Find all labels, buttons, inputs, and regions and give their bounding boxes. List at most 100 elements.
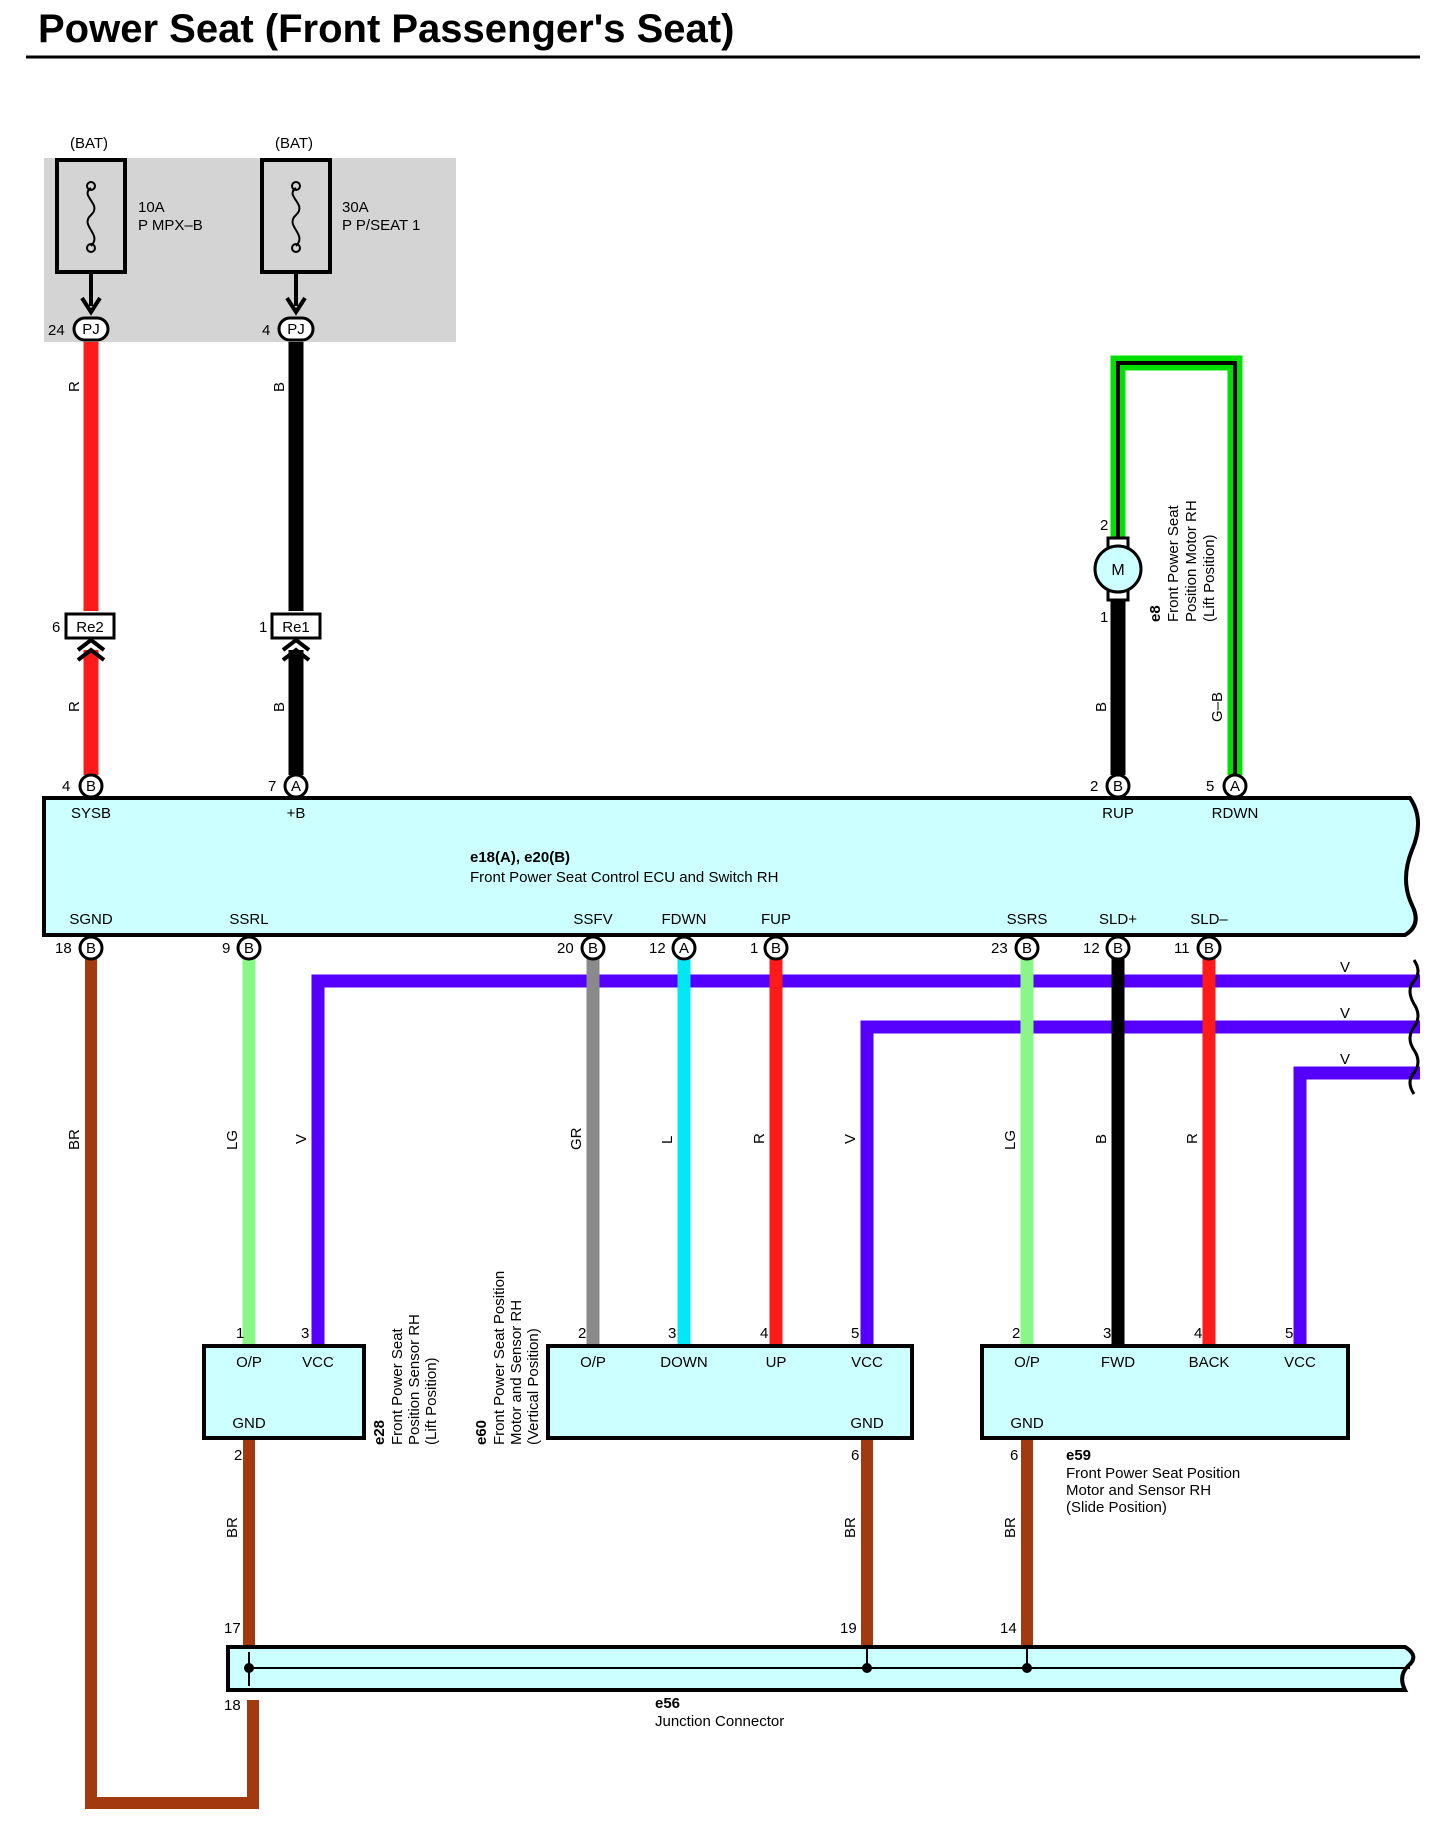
e60-pin3-num: 3 xyxy=(668,1325,676,1342)
e60-pin4-num: 4 xyxy=(760,1325,768,1342)
ecu-top-pin-rdwn: A 5 RDWN xyxy=(1206,773,1258,822)
fuse2-pin: 4 xyxy=(262,322,270,339)
wire-br-sgnd xyxy=(85,948,259,1809)
e56-pin18: 18 xyxy=(224,1697,241,1714)
svg-text:18: 18 xyxy=(55,940,72,957)
svg-text:12: 12 xyxy=(649,940,666,957)
bus-break-marks xyxy=(1408,959,1420,1095)
sensor-e59 xyxy=(980,1344,1350,1440)
wire-code-b-2: B xyxy=(271,702,288,712)
fuse-box-panel xyxy=(44,158,456,342)
svg-text:FDWN: FDWN xyxy=(662,911,707,928)
junction-re1-pin: 1 xyxy=(259,619,267,636)
junction-re2-label: Re2 xyxy=(76,619,104,636)
e59-gnd-label: GND xyxy=(1010,1415,1044,1432)
wire-code-lg-ssrs: LG xyxy=(1002,1130,1019,1150)
e60-name3: (Vertical Position) xyxy=(525,1328,542,1445)
fuse1-arrow xyxy=(80,296,102,316)
e60-pin6-num: 6 xyxy=(851,1447,859,1464)
e60-pin2-num: 2 xyxy=(578,1325,586,1342)
svg-text:B: B xyxy=(244,940,254,957)
motor-symbol: M xyxy=(1111,562,1124,579)
svg-text:20: 20 xyxy=(557,940,574,957)
wire-code-br-e60: BR xyxy=(842,1517,859,1538)
svg-text:4: 4 xyxy=(62,778,70,795)
wire-code-b-sld: B xyxy=(1093,1134,1110,1144)
wire-v-bus1 xyxy=(311,974,1420,1344)
e60-vcc-label: VCC xyxy=(851,1354,883,1371)
e59-name1: Front Power Seat Position xyxy=(1066,1465,1240,1482)
svg-text:SSFV: SSFV xyxy=(573,911,612,928)
fuse1-rating: 10A xyxy=(138,199,165,216)
ecu-bottom-pin-sldminus: SLD– B 11 xyxy=(1174,911,1228,961)
svg-text:1: 1 xyxy=(750,940,758,957)
motor-e8-name2: Position Motor RH xyxy=(1183,500,1200,622)
e28-pin1-num: 1 xyxy=(236,1325,244,1342)
ecu-bottom-pin-fdwn: FDWN A 12 xyxy=(649,911,707,961)
ecu-top-pin-rup: B 2 RUP xyxy=(1090,773,1134,822)
ecu-module xyxy=(42,796,1420,937)
fuse2-icon xyxy=(291,187,301,247)
wire-code-l: L xyxy=(659,1136,676,1144)
ecu-top-pin-sysb: B 4 SYSB xyxy=(62,773,111,822)
svg-text:SYSB: SYSB xyxy=(71,805,111,822)
junction-re1-label: Re1 xyxy=(282,619,310,636)
e56-pin17: 17 xyxy=(224,1620,241,1637)
svg-text:A: A xyxy=(679,940,689,957)
e59-fwd-label: FWD xyxy=(1101,1354,1135,1371)
e59-vcc-label: VCC xyxy=(1284,1354,1316,1371)
svg-text:7: 7 xyxy=(268,778,276,795)
e60-id: e60 xyxy=(473,1420,490,1445)
svg-text:FUP: FUP xyxy=(761,911,791,928)
svg-text:SSRL: SSRL xyxy=(229,911,268,928)
fuse1-bat-label: (BAT) xyxy=(70,135,108,152)
e59-id: e59 xyxy=(1066,1447,1091,1464)
junction-re2-pin: 6 xyxy=(52,619,60,636)
wire-code-v-bus3: V xyxy=(1340,1051,1350,1068)
e28-gnd-label: GND xyxy=(232,1415,266,1432)
ecu-bottom-pin-sgnd: SGND B 18 xyxy=(55,911,113,961)
svg-text:2: 2 xyxy=(1090,778,1098,795)
svg-text:9: 9 xyxy=(222,940,230,957)
svg-text:B: B xyxy=(86,778,96,795)
junction-re1 xyxy=(270,612,322,640)
e56-pin19: 19 xyxy=(840,1620,857,1637)
svg-text:11: 11 xyxy=(1174,940,1190,957)
fuse2-rating: 30A xyxy=(342,199,369,216)
wire-code-br-e59: BR xyxy=(1002,1517,1019,1538)
e56-name: Junction Connector xyxy=(655,1713,784,1730)
e28-pin3-num: 3 xyxy=(301,1325,309,1342)
motor-e8-name3: (Lift Position) xyxy=(1201,534,1218,622)
junction-re2-arrow xyxy=(76,637,106,662)
svg-text:A: A xyxy=(291,778,301,795)
wire-code-gr: GR xyxy=(568,1127,585,1150)
e56-pin14: 14 xyxy=(1000,1620,1017,1637)
wire-code-r-1: R xyxy=(66,381,83,392)
wire-code-b-1: B xyxy=(271,382,288,392)
wire-v-bus3 xyxy=(1293,1066,1420,1344)
e59-name2: Motor and Sensor RH xyxy=(1066,1482,1211,1499)
e59-back-label: BACK xyxy=(1189,1354,1230,1371)
e28-name3: (Lift Position) xyxy=(423,1357,440,1445)
e59-pin4-num: 4 xyxy=(1194,1325,1202,1342)
e60-name2: Motor and Sensor RH xyxy=(508,1300,525,1445)
svg-text:+B: +B xyxy=(287,805,306,822)
wire-code-v-bus1: V xyxy=(1340,959,1350,976)
e28-pin2-num: 2 xyxy=(234,1447,242,1464)
e59-name3: (Slide Position) xyxy=(1066,1499,1167,1516)
wire-code-r-sld: R xyxy=(1184,1133,1201,1144)
ecu-id: e18(A), e20(B) xyxy=(470,849,570,866)
motor-pin-top: 2 xyxy=(1100,517,1108,534)
svg-text:SGND: SGND xyxy=(69,911,113,928)
wire-code-r-2: R xyxy=(66,701,83,712)
svg-text:B: B xyxy=(1022,940,1032,957)
fuse2-pj-connector xyxy=(277,316,315,342)
svg-text:12: 12 xyxy=(1083,940,1100,957)
wire-code-gb: G–B xyxy=(1209,692,1226,722)
e59-pin2-num: 2 xyxy=(1012,1325,1020,1342)
svg-text:23: 23 xyxy=(991,940,1008,957)
junction-re1-arrow xyxy=(281,637,311,662)
wire-gb-rdwn-stripe xyxy=(1116,361,1237,775)
fuse1-terminal-top xyxy=(86,181,96,191)
